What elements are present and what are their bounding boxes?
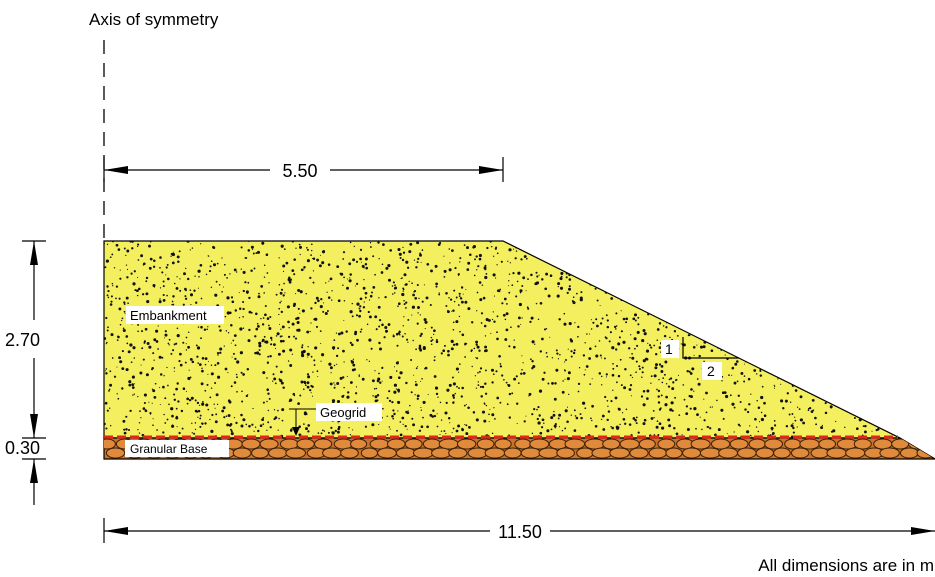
- slope-triangle: [682, 337, 739, 359]
- base-thickness-value: 0.30: [5, 438, 40, 458]
- embankment-height-value: 2.70: [5, 330, 40, 350]
- dimension-height: [22, 240, 46, 439]
- units-note: All dimensions are in m: [758, 556, 934, 575]
- geogrid-label: Geogrid: [320, 405, 366, 420]
- axis-of-symmetry-label: Axis of symmetry: [89, 10, 219, 29]
- dimension-half-base: [103, 518, 935, 543]
- geogrid-leader-arrow: [292, 427, 300, 436]
- slope-run-box: [702, 362, 722, 380]
- slope-rise-box: [661, 340, 679, 358]
- slope-rise-label: 1: [665, 341, 673, 357]
- dimension-half-crest: [103, 157, 504, 182]
- embankment-label: Embankment: [130, 308, 207, 323]
- half-crest-width-value: 5.50: [282, 161, 317, 181]
- geogrid-label-box: [316, 403, 382, 421]
- granular-base-label: Granular Base: [130, 442, 208, 456]
- embankment-label-box: [126, 306, 224, 324]
- slope-run-label: 2: [707, 363, 715, 379]
- dimension-base-thickness: [22, 458, 46, 505]
- granular-base-label-box: [125, 440, 229, 457]
- half-base-width-value: 11.50: [498, 522, 542, 542]
